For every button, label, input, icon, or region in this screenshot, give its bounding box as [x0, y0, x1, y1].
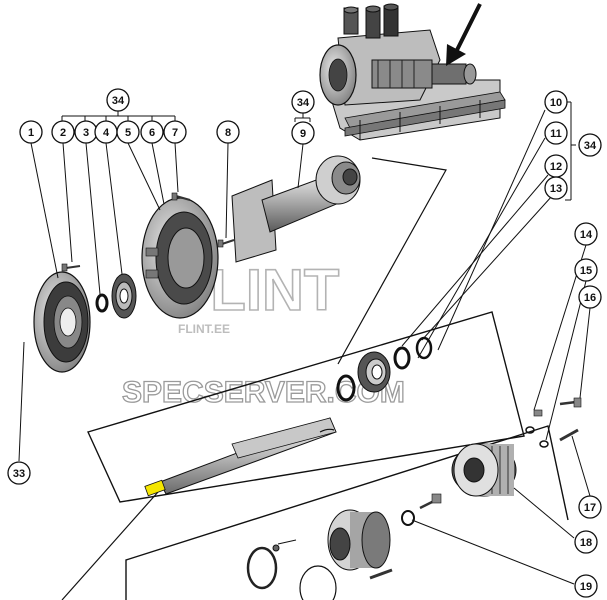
svg-text:4: 4 [103, 127, 110, 139]
pump-unit-assembly [319, 3, 506, 141]
callout-17: 17 [578, 495, 602, 519]
callout-12: 12 [544, 154, 568, 178]
bell-housing-part [231, 155, 361, 263]
svg-text:7: 7 [172, 127, 178, 139]
pin-part [559, 428, 579, 442]
key-part [369, 568, 393, 580]
adapter-flange-part [141, 197, 219, 319]
svg-text:34: 34 [297, 97, 310, 109]
callout-7: 7 [163, 120, 187, 144]
callout-4: 4 [94, 120, 118, 144]
callout-34: 34 [106, 88, 130, 112]
washer-part [539, 440, 549, 448]
clamp-ring-part [246, 539, 337, 600]
callout-5: 5 [116, 120, 140, 144]
svg-text:11: 11 [550, 128, 562, 140]
svg-text:15: 15 [580, 265, 592, 277]
group-bracket [61, 111, 176, 122]
svg-text:12: 12 [550, 161, 562, 173]
callout-9: 9 [291, 121, 315, 145]
svg-text:1: 1 [28, 127, 34, 139]
box-leader-line [61, 491, 159, 600]
lower-detail-box [125, 425, 569, 600]
svg-text:18: 18 [580, 537, 592, 549]
svg-text:5: 5 [125, 127, 131, 139]
svg-text:9: 9 [300, 128, 306, 140]
svg-text:6: 6 [149, 127, 155, 139]
callout-8: 8 [216, 120, 240, 144]
svg-text:8: 8 [225, 127, 231, 139]
spacer-ring-part [393, 346, 411, 370]
specserver-watermark: SPECSERVER.COM [122, 376, 405, 409]
callout-1: 1 [19, 120, 43, 144]
svg-text:34: 34 [112, 95, 125, 107]
bolt-part [419, 493, 442, 510]
callout-13: 13 [544, 176, 568, 200]
bolt-part [61, 263, 81, 272]
bolt-part [171, 192, 191, 201]
svg-text:2: 2 [60, 127, 66, 139]
callout-16: 16 [578, 285, 602, 309]
svg-text:10: 10 [550, 97, 562, 109]
group-bracket [294, 113, 311, 122]
bolt-part [217, 239, 235, 248]
callout-14: 14 [574, 222, 598, 246]
drive-shaft-part [144, 417, 337, 497]
svg-text:14: 14 [580, 229, 593, 241]
callout-34: 34 [578, 133, 602, 157]
washer-part [525, 426, 535, 434]
svg-text:3: 3 [83, 127, 89, 139]
callout-33: 33 [7, 461, 31, 485]
bolt-part [559, 397, 582, 408]
svg-text:33: 33 [13, 468, 25, 480]
callout-6: 6 [140, 120, 164, 144]
direction-arrow [446, 3, 482, 66]
callout-19: 19 [574, 574, 598, 598]
svg-text:13: 13 [550, 183, 562, 195]
leader-lines [18, 109, 591, 585]
svg-text:17: 17 [584, 502, 596, 514]
svg-text:34: 34 [584, 140, 597, 152]
washer-part [95, 293, 109, 313]
callout-18: 18 [574, 530, 598, 554]
svg-text:16: 16 [584, 292, 596, 304]
shaft-detail-box [87, 311, 525, 503]
svg-text:19: 19 [580, 581, 592, 593]
callout-2: 2 [51, 120, 75, 144]
callout-11: 11 [544, 121, 568, 145]
bearing-part [336, 374, 356, 402]
callout-15: 15 [574, 258, 598, 282]
pulley-part [451, 443, 517, 497]
svg-text:FLINT.EE: FLINT.EE [178, 322, 230, 336]
box-leader-line [337, 157, 447, 365]
bolt-part [533, 409, 543, 417]
coupling-hub-part [327, 509, 391, 571]
callout-3: 3 [74, 120, 98, 144]
washer-part [401, 510, 415, 526]
key-part [319, 428, 335, 433]
flywheel-housing-part [33, 271, 91, 373]
bearing-part [111, 273, 137, 319]
callout-10: 10 [544, 90, 568, 114]
bearing-part [357, 351, 391, 393]
callout-34: 34 [291, 90, 315, 114]
